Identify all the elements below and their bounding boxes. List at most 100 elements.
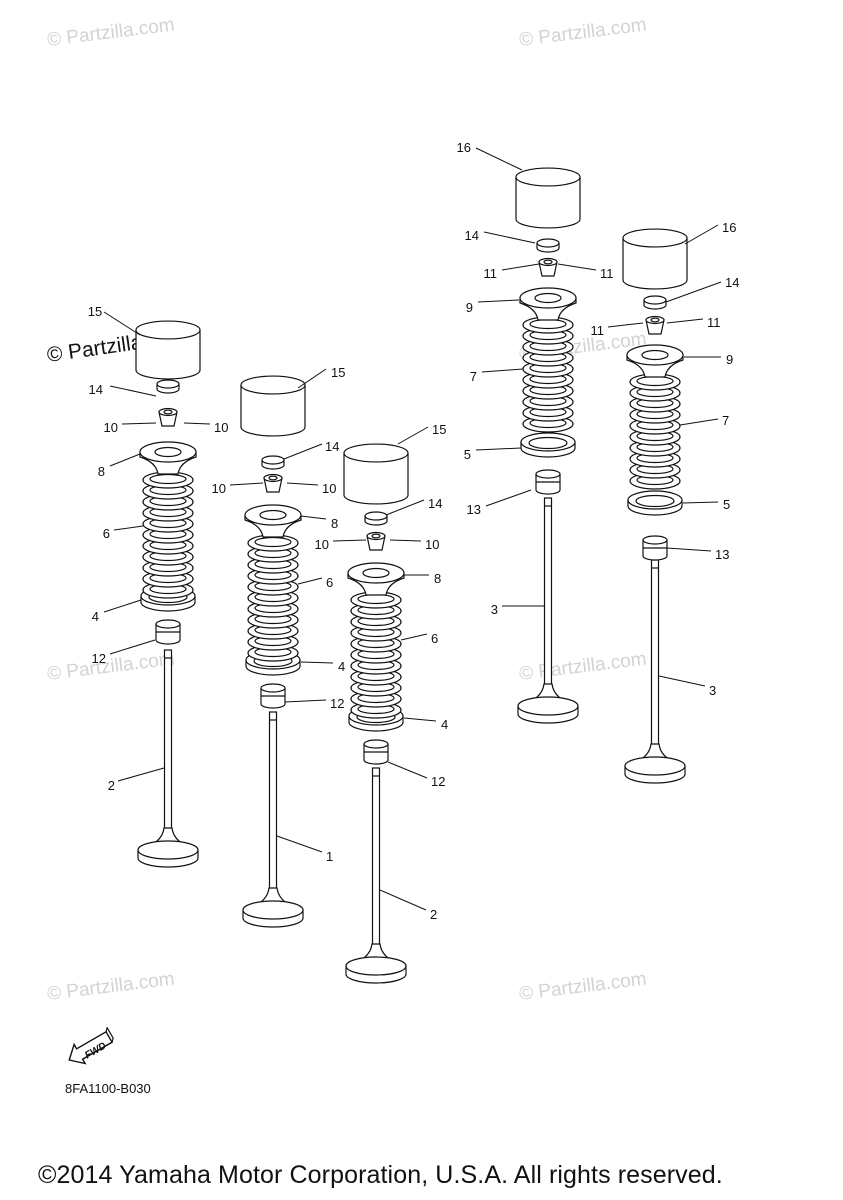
valve-pad: [156, 379, 180, 394]
leader-line: [666, 547, 712, 552]
part-number-label: 15: [331, 365, 345, 380]
part-number-label: 5: [723, 497, 730, 512]
part-number-label: 2: [430, 907, 437, 922]
part-number-label: 14: [89, 382, 103, 397]
valve-pad: [261, 455, 285, 470]
leader-line: [385, 499, 425, 516]
valve-stem-seal: [535, 469, 561, 495]
leader-line: [297, 577, 323, 585]
watermark-text: © Partzilla.com: [46, 15, 176, 51]
valve-pad: [643, 295, 667, 310]
part-number-label: 10: [315, 537, 329, 552]
valve-stem-seal: [155, 619, 181, 645]
part-number-label: 1: [326, 849, 333, 864]
leader-line: [679, 418, 719, 426]
part-number-label: 4: [338, 659, 345, 674]
watermark-text: © Partzilla.com: [46, 969, 176, 1005]
leader-line: [121, 422, 157, 425]
leader-line: [109, 639, 156, 655]
part-number-label: 4: [92, 609, 99, 624]
leader-line: [379, 889, 427, 911]
part-number-label: 14: [465, 228, 479, 243]
valve-lifter: [515, 167, 581, 229]
valve-cotter: [366, 531, 386, 551]
valve-lifter: [135, 320, 201, 380]
leader-line: [481, 368, 524, 373]
valve: [137, 649, 199, 868]
leader-line: [229, 482, 264, 486]
valve-stem-seal: [642, 535, 668, 561]
part-number-label: 10: [212, 481, 226, 496]
diagram-code: 8FA1100-B030: [65, 1081, 151, 1096]
part-number-label: 13: [467, 502, 481, 517]
part-number-label: 15: [432, 422, 446, 437]
valve-spring: [522, 316, 574, 433]
leader-line: [103, 599, 142, 613]
part-number-label: 9: [466, 300, 473, 315]
leader-line: [387, 761, 428, 779]
leader-line: [300, 661, 334, 664]
part-number-label: 9: [726, 352, 733, 367]
part-number-label: 6: [326, 575, 333, 590]
valve-cotter: [645, 315, 665, 335]
leader-line: [684, 224, 719, 245]
valve-pad: [364, 511, 388, 526]
part-number-label: 16: [457, 140, 471, 155]
valve-assemblies: [135, 167, 688, 984]
leader-line: [283, 443, 323, 460]
part-number-label: 14: [428, 496, 442, 511]
watermark-text: © Partzilla.com: [518, 15, 648, 51]
watermark-text: © Partzilla.com: [518, 649, 648, 685]
part-number-label: 4: [441, 717, 448, 732]
part-number-label: 12: [92, 651, 106, 666]
watermark-layer: © Partzilla.com © Partzilla.com © Partzill…: [45, 15, 647, 1005]
valve-spring: [142, 471, 194, 599]
watermark-text: © Partzilla.com: [518, 969, 648, 1005]
part-number-label: 11: [707, 315, 721, 330]
leader-line: [109, 385, 157, 397]
valve-assembly: [515, 167, 581, 724]
valve-pad: [536, 238, 560, 253]
part-number-label: 11: [600, 266, 614, 281]
leader-line: [109, 453, 141, 467]
part-number-label: 3: [709, 683, 716, 698]
valve-assembly: [240, 375, 306, 928]
valve: [624, 559, 686, 784]
part-number-label: 15: [88, 304, 102, 319]
part-number-label: 10: [214, 420, 228, 435]
part-number-label: 11: [591, 323, 605, 338]
valve: [517, 497, 579, 724]
valve-spring-seat: [627, 490, 683, 516]
valve-spring-retainer: [347, 562, 405, 596]
valve-lifter: [343, 443, 409, 505]
leader-line: [475, 147, 523, 171]
leader-line: [501, 263, 540, 271]
part-number-label: 8: [98, 464, 105, 479]
valve-cotter: [158, 407, 178, 427]
part-number-label: 12: [431, 774, 445, 789]
valve-cotter: [263, 473, 283, 493]
leader-lines: [103, 147, 722, 911]
leader-line: [607, 322, 644, 328]
valve-assembly: [135, 320, 201, 868]
leader-line: [286, 482, 319, 486]
valve-lifter: [240, 375, 306, 437]
part-number-label: 13: [715, 547, 729, 562]
part-number-label: 7: [722, 413, 729, 428]
leader-line: [332, 539, 367, 542]
valve-spring: [247, 534, 299, 662]
fwd-arrow-icon: FWD: [62, 1026, 118, 1074]
leader-line: [483, 231, 536, 244]
valve: [345, 767, 407, 984]
part-number-label: 3: [491, 602, 498, 617]
leader-line: [475, 447, 522, 451]
leader-line: [389, 539, 422, 542]
valve-cotter: [538, 257, 558, 277]
leader-line: [113, 525, 144, 531]
valve-stem-seal: [260, 683, 286, 709]
leader-line: [117, 767, 165, 782]
leader-line: [682, 501, 719, 504]
leader-line: [658, 675, 706, 687]
